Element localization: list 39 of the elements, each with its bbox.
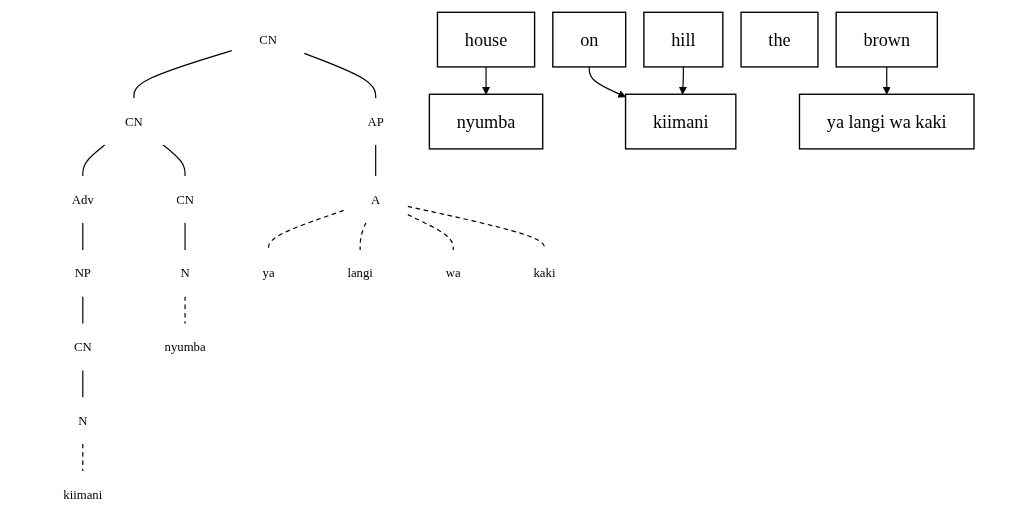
node-text: CN <box>259 32 277 46</box>
connector <box>82 221 84 251</box>
node-text: wa <box>445 265 461 280</box>
node-text: CN <box>73 339 92 354</box>
node-text: NP <box>74 265 91 280</box>
node-text: kaki <box>533 265 556 280</box>
connector <box>407 213 454 251</box>
node-text: kiimani <box>63 487 103 501</box>
connector <box>303 52 377 99</box>
connector <box>162 143 186 177</box>
node-box: house <box>436 11 536 68</box>
connector <box>407 205 546 251</box>
arrow <box>678 65 687 95</box>
node-text: N <box>78 413 88 428</box>
node-text: CN <box>176 192 194 206</box>
node-box: hill <box>643 11 724 68</box>
node-box: on <box>552 11 627 68</box>
node-text: ya <box>262 265 275 280</box>
node-text: AP <box>367 114 384 128</box>
node-text: langi <box>347 265 373 280</box>
connector <box>82 295 84 324</box>
connector <box>82 143 106 177</box>
connector <box>82 369 84 398</box>
node-box: nyumba <box>428 93 544 150</box>
node-box: ya langi wa kaki <box>798 93 975 150</box>
node-text: Adv <box>71 192 94 206</box>
arrow <box>482 65 491 95</box>
arrow <box>882 65 891 95</box>
arrow <box>588 65 626 98</box>
node-text: CN <box>125 114 143 128</box>
node-text: nyumba <box>164 339 206 354</box>
connector <box>359 221 367 251</box>
node-box: kiimani <box>624 93 737 150</box>
connector <box>375 143 377 177</box>
node-text: N <box>180 265 190 280</box>
connector <box>133 49 233 99</box>
node-text: A <box>371 192 381 206</box>
node-box: the <box>740 11 819 68</box>
node-box: brown <box>835 11 939 68</box>
